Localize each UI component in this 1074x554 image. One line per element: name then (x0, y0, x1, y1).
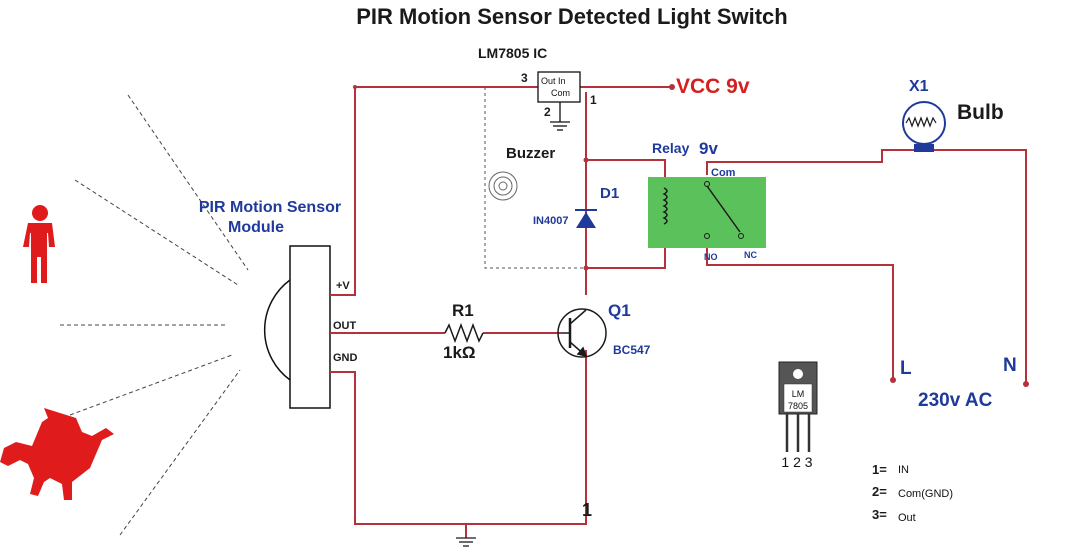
pin-legend: 1= IN 2= Com(GND) 3= Out (872, 462, 953, 524)
bulb-icon (902, 101, 946, 152)
mains-l: L (900, 358, 912, 379)
pir-label-line2: Module (228, 219, 284, 236)
pir-pin-out: OUT (333, 320, 357, 332)
legend-text: Out (898, 512, 916, 524)
regulator-in-out-text: Out In (541, 76, 566, 86)
circuit-wires (330, 86, 1027, 538)
resistor-value: 1kΩ (443, 343, 476, 362)
resistor-r1 (444, 322, 484, 344)
ground-icon (456, 537, 476, 547)
pir-label-line1: PIR Motion Sensor (199, 199, 341, 216)
pir-pin-v: +V (336, 280, 350, 292)
animal-icon (0, 408, 114, 500)
transistor-ref: Q1 (608, 301, 631, 320)
diode-part: IN4007 (533, 215, 568, 227)
buzzer-label: Buzzer (506, 145, 555, 162)
legend-num: 3= (872, 507, 887, 522)
mains-n: N (1003, 355, 1017, 376)
relay-no: NO (704, 252, 718, 262)
diode-d1 (575, 209, 597, 228)
regulator-com-text: Com (551, 88, 570, 98)
relay-nc: NC (744, 250, 757, 260)
mains-label: 230v AC (918, 390, 993, 411)
relay-com: Com (711, 167, 736, 179)
package-line1: LM (792, 389, 805, 399)
pir-sensor-module (263, 245, 331, 409)
transistor-q1 (557, 308, 607, 358)
regulator-pin1: 1 (590, 93, 597, 107)
relay-label: Relay (652, 140, 690, 156)
transistor-part: BC547 (613, 343, 651, 357)
buzzer-wiring (484, 87, 586, 269)
legend-text: IN (898, 464, 909, 476)
wire-nodes (353, 84, 1029, 387)
package-line2: 7805 (788, 401, 808, 411)
diagram-title: PIR Motion Sensor Detected Light Switch (356, 4, 787, 29)
voltage-regulator (537, 71, 581, 131)
diode-ref: D1 (600, 185, 619, 202)
relay-voltage: 9v (699, 139, 718, 158)
legend-num: 1= (872, 462, 887, 477)
junction-label: 1 (582, 500, 592, 520)
pir-pin-gnd: GND (333, 352, 358, 364)
person-icon (23, 205, 55, 283)
detection-rays (60, 94, 249, 536)
legend-num: 2= (872, 484, 887, 499)
regulator-pin2: 2 (544, 105, 551, 119)
legend-text: Com(GND) (898, 488, 953, 500)
resistor-ref: R1 (452, 301, 474, 320)
regulator-pin3: 3 (521, 71, 528, 85)
relay (648, 177, 766, 248)
vcc-label: VCC 9v (676, 75, 750, 98)
regulator-label: LM7805 IC (478, 45, 547, 61)
package-pins: 1 2 3 (781, 454, 812, 470)
buzzer-icon (488, 171, 518, 201)
lm7805-package-icon (778, 361, 818, 452)
bulb-ref: X1 (909, 78, 929, 95)
bulb-label: Bulb (957, 101, 1004, 124)
